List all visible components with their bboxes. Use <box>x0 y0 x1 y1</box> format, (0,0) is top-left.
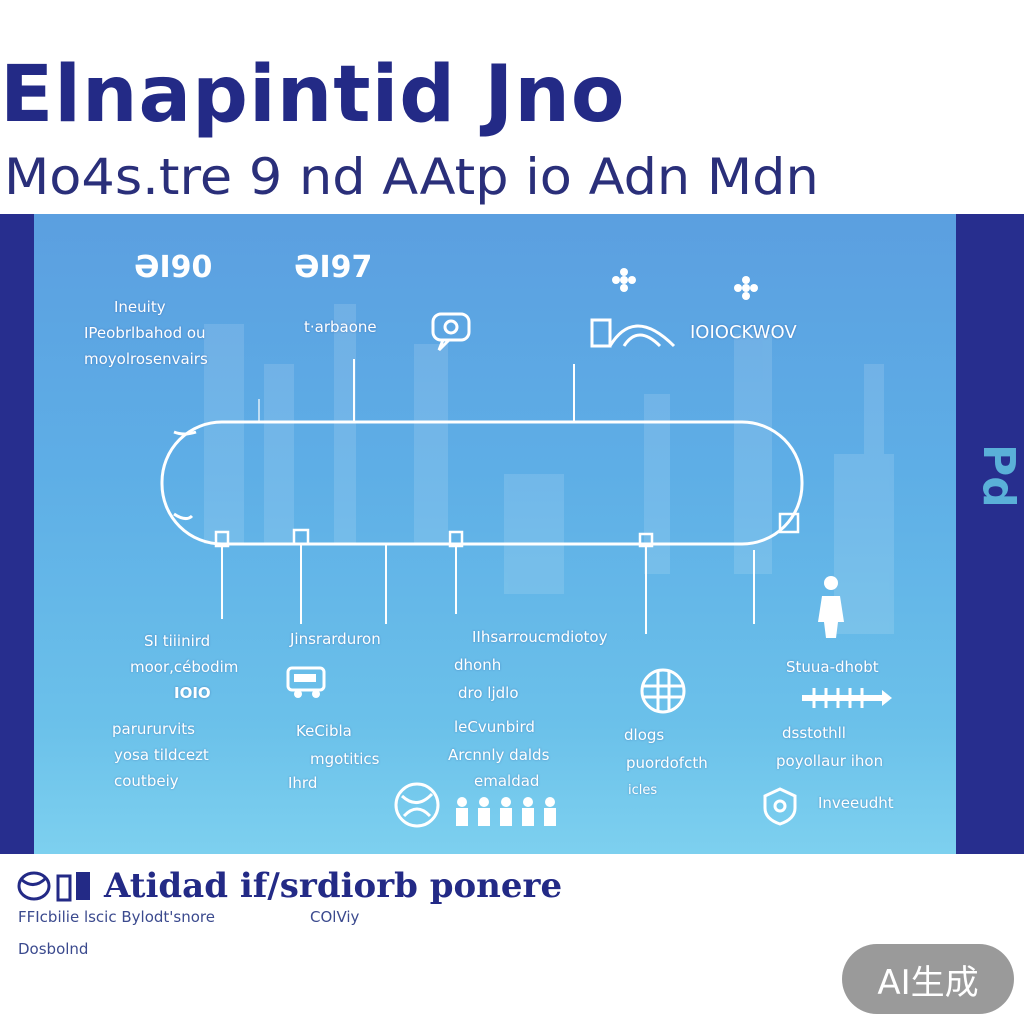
ai-generated-badge: AI生成 <box>842 944 1014 1014</box>
flower-icon <box>612 268 636 292</box>
building-icon <box>590 318 676 348</box>
footer-title: Atidad if/srdiorb ponere <box>104 866 563 906</box>
node-4-line-3: icles <box>628 783 658 798</box>
node-2-line-1: Jinsrarduron <box>290 630 381 648</box>
node-1-line-4: parururvits <box>112 720 195 738</box>
top-mid-line-1: t·arbaone <box>304 318 377 336</box>
node-5-line-4: Inveeudht <box>818 794 894 812</box>
node-5-line-1: Stuua-dhobt <box>786 658 879 676</box>
node-droplines <box>221 544 755 634</box>
grid-globe-icon <box>640 668 686 714</box>
diagram-banner: ӘI90 Ineuity IPeobrlbahod ou moyolrosenv… <box>0 214 1024 854</box>
flower-icon-2 <box>734 276 758 300</box>
node-2-line-2: KeCibla <box>296 722 352 740</box>
node-1-line-6: coutbeiy <box>114 772 179 790</box>
top-left-line-2: IPeobrlbahod ou <box>84 324 206 342</box>
node-4-line-2: puordofcth <box>626 754 708 772</box>
people-group-icon <box>456 797 556 826</box>
footer-line-1: FFIcbilie lscic Bylodt'snore <box>18 908 215 926</box>
page-title: Elnapintid Jno <box>0 50 626 140</box>
top-left-line-1: Ineuity <box>114 298 166 316</box>
bolt-icon <box>802 688 892 708</box>
person-icon <box>818 576 844 638</box>
node-3-line-2: dhonh <box>454 656 502 674</box>
node-5-line-2: dsstothll <box>782 724 846 742</box>
diagram-panel: ӘI90 Ineuity IPeobrlbahod ou moyolrosenv… <box>34 214 956 854</box>
footer-line-1b: COlViy <box>310 908 360 926</box>
top-left-heading: ӘI90 <box>134 250 213 285</box>
node-1-line-1: SI tiiinird <box>144 632 211 650</box>
globe-icon <box>394 782 440 828</box>
footer-line-2: Dosbolnd <box>18 940 89 958</box>
shield-icon <box>763 787 797 826</box>
node-1-line-2: moor,cébodim <box>130 658 239 676</box>
city-silhouette <box>204 304 894 634</box>
node-1-line-5: yosa tildcezt <box>114 746 209 764</box>
node-3-line-1: IIhsarroucmdiotoy <box>472 628 608 646</box>
node-5-line-3: poyollaur ihon <box>776 752 884 770</box>
speech-bubble-icon <box>431 312 471 352</box>
node-2-line-4: Ihrd <box>288 774 318 792</box>
node-4-line-1: dlogs <box>624 726 665 744</box>
page-subtitle: Mo4s.tre 9 nd AAtp io Adn Mdn <box>4 148 819 206</box>
node-3-line-3: dro ljdlo <box>458 684 519 702</box>
top-left-line-3: moyolrosenvairs <box>84 350 208 368</box>
footer-logo-icon <box>17 871 90 902</box>
truck-icon <box>286 666 326 698</box>
top-right-label: IOIOCKWOV <box>690 322 797 343</box>
node-1-line-3: IOIO <box>174 684 211 702</box>
node-2-line-3: mgotitics <box>310 750 380 768</box>
top-mid-heading: ӘI97 <box>294 250 373 285</box>
diagram-lines <box>160 304 894 634</box>
right-edge-label: Pd <box>973 444 1024 508</box>
node-3-line-4: leCvunbird <box>454 718 535 736</box>
node-3-line-6: emaldad <box>474 772 540 790</box>
node-3-line-5: Arcnnly dalds <box>448 746 550 764</box>
loop-pipeline <box>160 420 804 546</box>
